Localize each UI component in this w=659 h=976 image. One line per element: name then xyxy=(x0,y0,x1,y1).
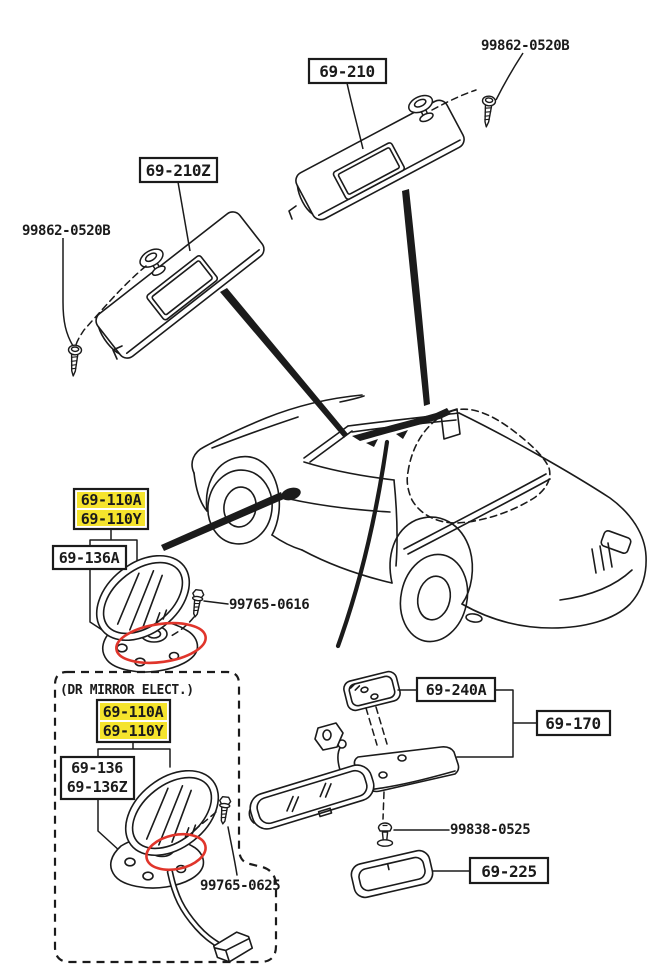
part-number-electric-mirror-a: 69-110A xyxy=(103,703,164,721)
front-wheel xyxy=(207,469,273,545)
label-room-mirror-base: 69-240A xyxy=(415,676,497,703)
car-illustration xyxy=(191,394,647,643)
label-door-mirror-codes: 69-110A 69-110Y xyxy=(72,487,150,531)
part-number-electric-mirror-screw: 99765-0625 xyxy=(200,878,280,894)
electric-mirror-group-box xyxy=(53,670,278,964)
red-marker-circle-manual xyxy=(115,621,207,665)
label-leader-lines xyxy=(62,52,524,347)
part-number-door-mirror-screw: 99765-0616 xyxy=(229,597,309,613)
room-lamp-lens xyxy=(350,849,434,899)
part-number-door-mirror-a: 69-110A xyxy=(81,491,142,509)
part-number-electric-bracket-a: 69-136 xyxy=(71,759,123,777)
part-number-visor-right-screw: 99862-0520B xyxy=(481,38,569,54)
part-number-electric-bracket-b: 69-136Z xyxy=(67,778,128,796)
door-mirror-electric xyxy=(97,741,254,963)
visor-right-screw-icon xyxy=(479,94,497,129)
label-electric-mirror-bracket: 69-136 69-136Z xyxy=(59,755,136,801)
part-number-room-mirror: 69-170 xyxy=(545,714,600,733)
mirror-wire-connector xyxy=(212,931,254,963)
taillight xyxy=(600,530,632,554)
label-visor-right: 69-210 xyxy=(307,57,388,85)
part-number-electric-mirror-b: 69-110Y xyxy=(103,722,164,740)
part-number-room-mirror-base: 69-240A xyxy=(426,681,487,699)
part-number-door-mirror-bracket: 69-136A xyxy=(59,549,120,567)
label-room-lamp-lens: 69-225 xyxy=(468,856,550,885)
part-number-visor-left-screw: 99862-0520B xyxy=(22,223,110,239)
room-mirror-base-pad xyxy=(343,670,401,712)
room-mirror-assembly xyxy=(248,670,537,899)
room-mirror-body xyxy=(248,764,375,830)
sun-visor-left xyxy=(65,211,265,378)
part-number-visor-left: 69-210Z xyxy=(146,161,211,180)
label-door-mirror-bracket: 69-136A xyxy=(51,544,128,571)
room-mirror-screw-icon xyxy=(376,822,394,848)
red-marker-circle-electric xyxy=(145,832,207,872)
part-number-room-lamp-lens: 69-225 xyxy=(481,862,536,881)
group-note-dr-mirror-elect: (DR MIRROR ELECT.) xyxy=(60,683,194,698)
door-mirror-screw-icon xyxy=(188,588,206,619)
label-room-mirror: 69-170 xyxy=(535,709,612,737)
rear-wheel xyxy=(399,553,469,643)
part-number-visor-right: 69-210 xyxy=(319,62,374,81)
part-number-room-mirror-screw: 99838-0525 xyxy=(450,822,530,838)
label-visor-left: 69-210Z xyxy=(138,156,219,184)
label-electric-mirror-codes: 69-110A 69-110Y xyxy=(95,698,172,744)
door-mirror-location-marker xyxy=(281,487,301,501)
pointer-lines xyxy=(161,189,430,649)
door-mirror-electric-screw-icon xyxy=(216,795,232,826)
visor-left-screw-icon xyxy=(65,343,83,378)
sun-visor-right xyxy=(288,89,497,221)
door-mirror-manual xyxy=(89,528,229,673)
part-number-door-mirror-b: 69-110Y xyxy=(81,510,142,528)
